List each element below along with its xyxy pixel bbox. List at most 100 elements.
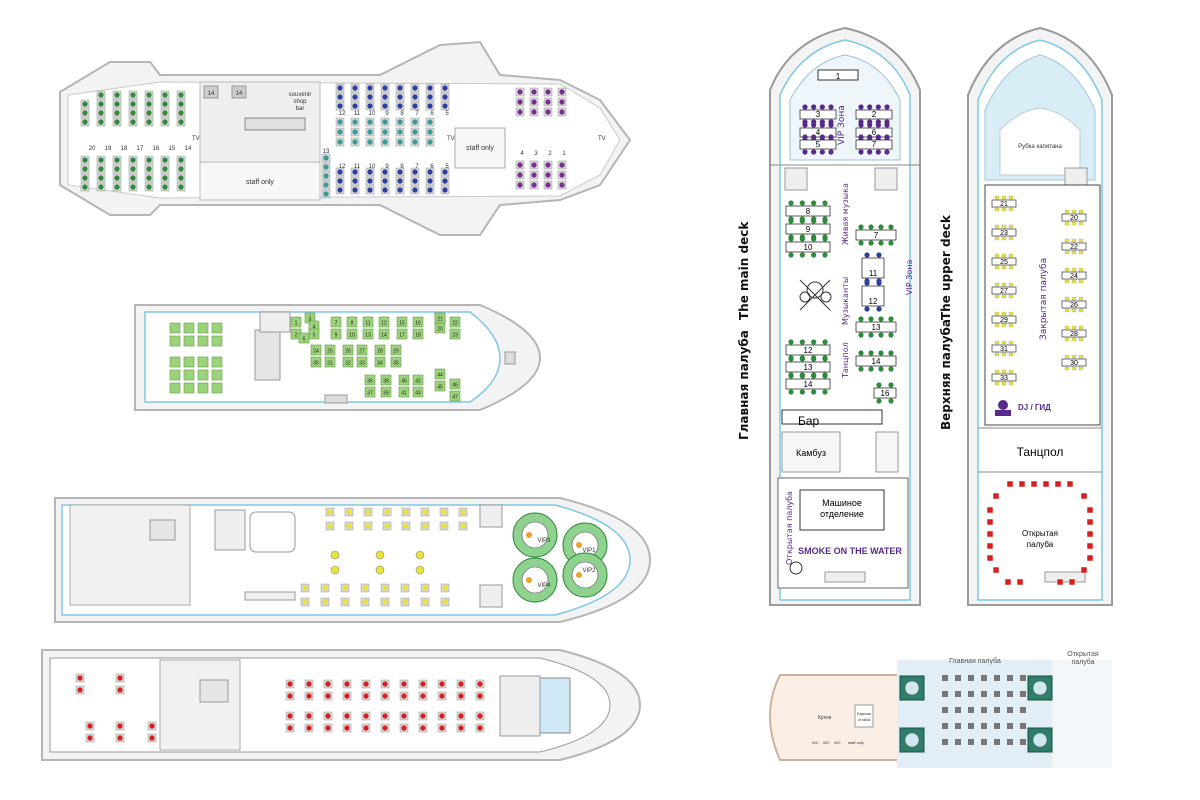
green-seat <box>82 166 88 172</box>
plan-a-souvenir-1: souvenir <box>289 92 312 98</box>
table-number: 18 <box>415 333 421 339</box>
blue-row-number: 10 <box>369 164 376 170</box>
blue-seat <box>397 103 403 109</box>
open-deck-seat <box>1066 480 1074 488</box>
green-seat <box>98 101 104 107</box>
plan-a-staff-only-right: staff only <box>466 145 494 152</box>
upper-table-label: 28 <box>1070 331 1078 338</box>
yellow-seat <box>302 585 308 591</box>
plan-f-table <box>942 691 948 697</box>
blue-seat <box>352 94 358 100</box>
upper-seat <box>1064 238 1070 243</box>
purple-seat <box>531 109 537 115</box>
round-seat <box>375 550 385 560</box>
red-seat <box>77 687 83 693</box>
green-table-seat <box>868 332 874 338</box>
blue-seat <box>397 94 403 100</box>
aft-table <box>197 369 209 381</box>
numbered-table <box>434 312 446 324</box>
grill-icon <box>789 561 803 575</box>
green-table <box>855 355 897 367</box>
numbered-table <box>330 328 342 340</box>
upper-seat <box>1064 209 1070 214</box>
red-seat <box>382 693 388 699</box>
yellow-seat <box>362 599 368 605</box>
plan-a-bar-counter <box>244 117 306 131</box>
aft-table <box>197 335 209 347</box>
upper-deck: Рубка капитана Закрытая палуба DJ / ГИД … <box>939 26 1113 606</box>
table-number: 22 <box>452 321 458 327</box>
aft-table <box>211 369 223 381</box>
plan-a-box-1 <box>203 85 219 99</box>
upper-seat <box>994 352 1000 357</box>
plan-f-table <box>994 675 1000 681</box>
blue-seat <box>367 169 373 175</box>
main-deck-galley <box>781 431 841 473</box>
plan-f-bar-1: Барная <box>857 711 871 716</box>
green-table-seat <box>868 224 874 230</box>
green-row-number: 15 <box>169 146 176 152</box>
purple-seat <box>559 172 565 178</box>
teal-seat <box>337 119 343 125</box>
numbered-table <box>378 316 390 328</box>
numbered-table <box>398 386 410 398</box>
upper-seat <box>1008 352 1014 357</box>
red-seat <box>87 735 93 741</box>
vip-table-seat <box>828 122 834 128</box>
upper-seat <box>1071 221 1077 226</box>
plan-f-table <box>994 723 1000 729</box>
upper-table <box>991 199 1017 208</box>
numbered-table <box>390 356 402 368</box>
upper-seat <box>994 224 1000 229</box>
plan-d-wheel <box>539 677 571 734</box>
numbered-table <box>346 328 358 340</box>
green-table-seat <box>799 236 805 242</box>
vip-table-seat <box>802 122 808 128</box>
green-table <box>855 321 897 333</box>
green-table-label: 13 <box>804 363 813 372</box>
upper-table-label: 20 <box>1070 215 1078 222</box>
teal-seat <box>323 191 329 197</box>
green-seat <box>130 92 136 98</box>
plan-b-inner <box>144 311 501 403</box>
green-seat <box>114 119 120 125</box>
green-table-seat <box>799 356 805 362</box>
main-deck-door-1 <box>817 69 859 81</box>
yellow-seat <box>365 509 371 515</box>
plan-f-table <box>942 675 948 681</box>
vip-table <box>855 109 893 120</box>
table-number: 2 <box>295 333 298 339</box>
open-deck-seat <box>986 518 994 526</box>
vip-table-seat <box>884 104 890 110</box>
blue-seat <box>367 187 373 193</box>
table-number: 45 <box>437 385 443 391</box>
upper-table <box>1061 242 1087 251</box>
round-seat <box>330 565 340 575</box>
table-number: 20 <box>437 327 443 333</box>
upper-seat <box>1008 311 1014 316</box>
green-table-seat <box>811 200 817 206</box>
main-deck-vip-zone-side: VIP Зона <box>905 260 914 295</box>
green-table-seat <box>788 236 794 242</box>
plan-f-booths <box>899 675 1053 753</box>
vip-table-label: 6 <box>872 128 877 137</box>
numbered-table <box>324 356 336 368</box>
blue-seat <box>352 85 358 91</box>
green-seat <box>114 101 120 107</box>
green-table-seat <box>788 373 794 379</box>
open-deck-seat <box>1080 566 1088 574</box>
green-seat <box>114 92 120 98</box>
aft-table <box>197 356 209 368</box>
green-seat <box>146 119 152 125</box>
green-table <box>785 378 831 390</box>
blue-row-number: 12 <box>339 164 346 170</box>
teal-seat <box>397 139 403 145</box>
numbered-table <box>412 316 424 328</box>
green-table-seat <box>788 200 794 206</box>
green-seat <box>146 110 152 116</box>
green-table-seat <box>811 236 817 242</box>
vip-table-seat <box>811 134 817 140</box>
teal-seat <box>352 139 358 145</box>
green-table-label: 12 <box>804 346 813 355</box>
numbered-table <box>290 316 302 328</box>
